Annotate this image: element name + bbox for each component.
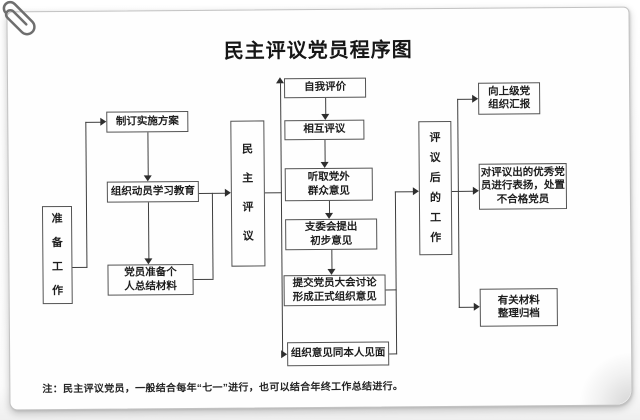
stage-post-review-work-box: 评 议 后 的 工 作 [418, 120, 453, 256]
connector-line [331, 249, 333, 270]
connector-line [325, 97, 327, 115]
arrowhead-up-icon [275, 77, 285, 84]
connector-line [457, 98, 460, 308]
connector-line [193, 278, 214, 280]
connector-line [389, 353, 398, 355]
arrowhead-down-icon [327, 268, 336, 275]
branch-committee-preliminary-opinion-box: 支委会提出 初步意见 [285, 218, 378, 251]
connector-line [324, 139, 326, 163]
connector-line [211, 192, 214, 279]
arrowhead-right-icon [473, 302, 480, 311]
opinion-meets-person-box: 组织意见同本人见面 [287, 341, 390, 367]
paper-sheet: 民主评议党员程序图 准 备 工 作制订实施方案组织动员学习教育党员准备个 人总结… [6, 6, 633, 411]
mobilize-study-education-box: 组织动员学习教育 [106, 180, 199, 203]
make-implementation-plan-box: 制订实施方案 [106, 111, 189, 133]
connector-line [147, 132, 149, 177]
arrowhead-right-icon [100, 117, 107, 126]
paperclip-icon [2, 0, 36, 36]
connector-line [264, 192, 282, 194]
connector-line [85, 121, 102, 123]
praise-and-handle-members-box: 对评议出的优秀党 员进行表扬，处置 不合格党员 [478, 163, 568, 210]
member-personal-summary-box: 党员准备个 人总结材料 [107, 263, 194, 296]
arrowhead-down-icon [320, 161, 329, 168]
mutual-review-box: 相互评议 [284, 119, 365, 141]
arrowhead-down-icon [143, 175, 152, 182]
arrowhead-down-icon [325, 212, 334, 219]
connector-line [147, 202, 150, 260]
connector-line [451, 190, 474, 192]
connector-line [394, 191, 398, 355]
report-to-superior-org-box: 向上级党 组织汇报 [478, 82, 541, 115]
connector-line [394, 191, 414, 193]
stage-democratic-review-box: 民 主 评 议 [230, 120, 266, 267]
connector-line [85, 121, 88, 268]
hear-non-party-opinions-box: 听取党外 群众意见 [284, 167, 373, 202]
connector-line [280, 83, 284, 355]
arrowhead-right-icon [281, 350, 288, 359]
flowchart-canvas: 准 备 工 作 制订实施方案组织动员学习教育党员准备个 人总结材料 民 主 评 议自… [7, 8, 631, 410]
connector-line [457, 98, 474, 100]
arrowhead-right-icon [472, 186, 479, 195]
self-evaluation-box: 自我评价 [283, 77, 367, 99]
arrowhead-right-icon [224, 188, 231, 197]
arrowhead-down-icon [321, 113, 330, 120]
archive-materials-box: 有关材料 整理归档 [479, 288, 558, 327]
connector-line [72, 266, 88, 268]
arrowhead-down-icon [144, 258, 153, 265]
stage-preparation-box: 准 备 工 作 [41, 205, 73, 305]
connector-line [458, 306, 475, 308]
arrowhead-right-icon [472, 94, 479, 103]
arrowhead-right-icon [412, 187, 419, 196]
party-congress-formal-opinion-box: 提交党员大会讨论 形成正式组织意见 [283, 274, 386, 307]
